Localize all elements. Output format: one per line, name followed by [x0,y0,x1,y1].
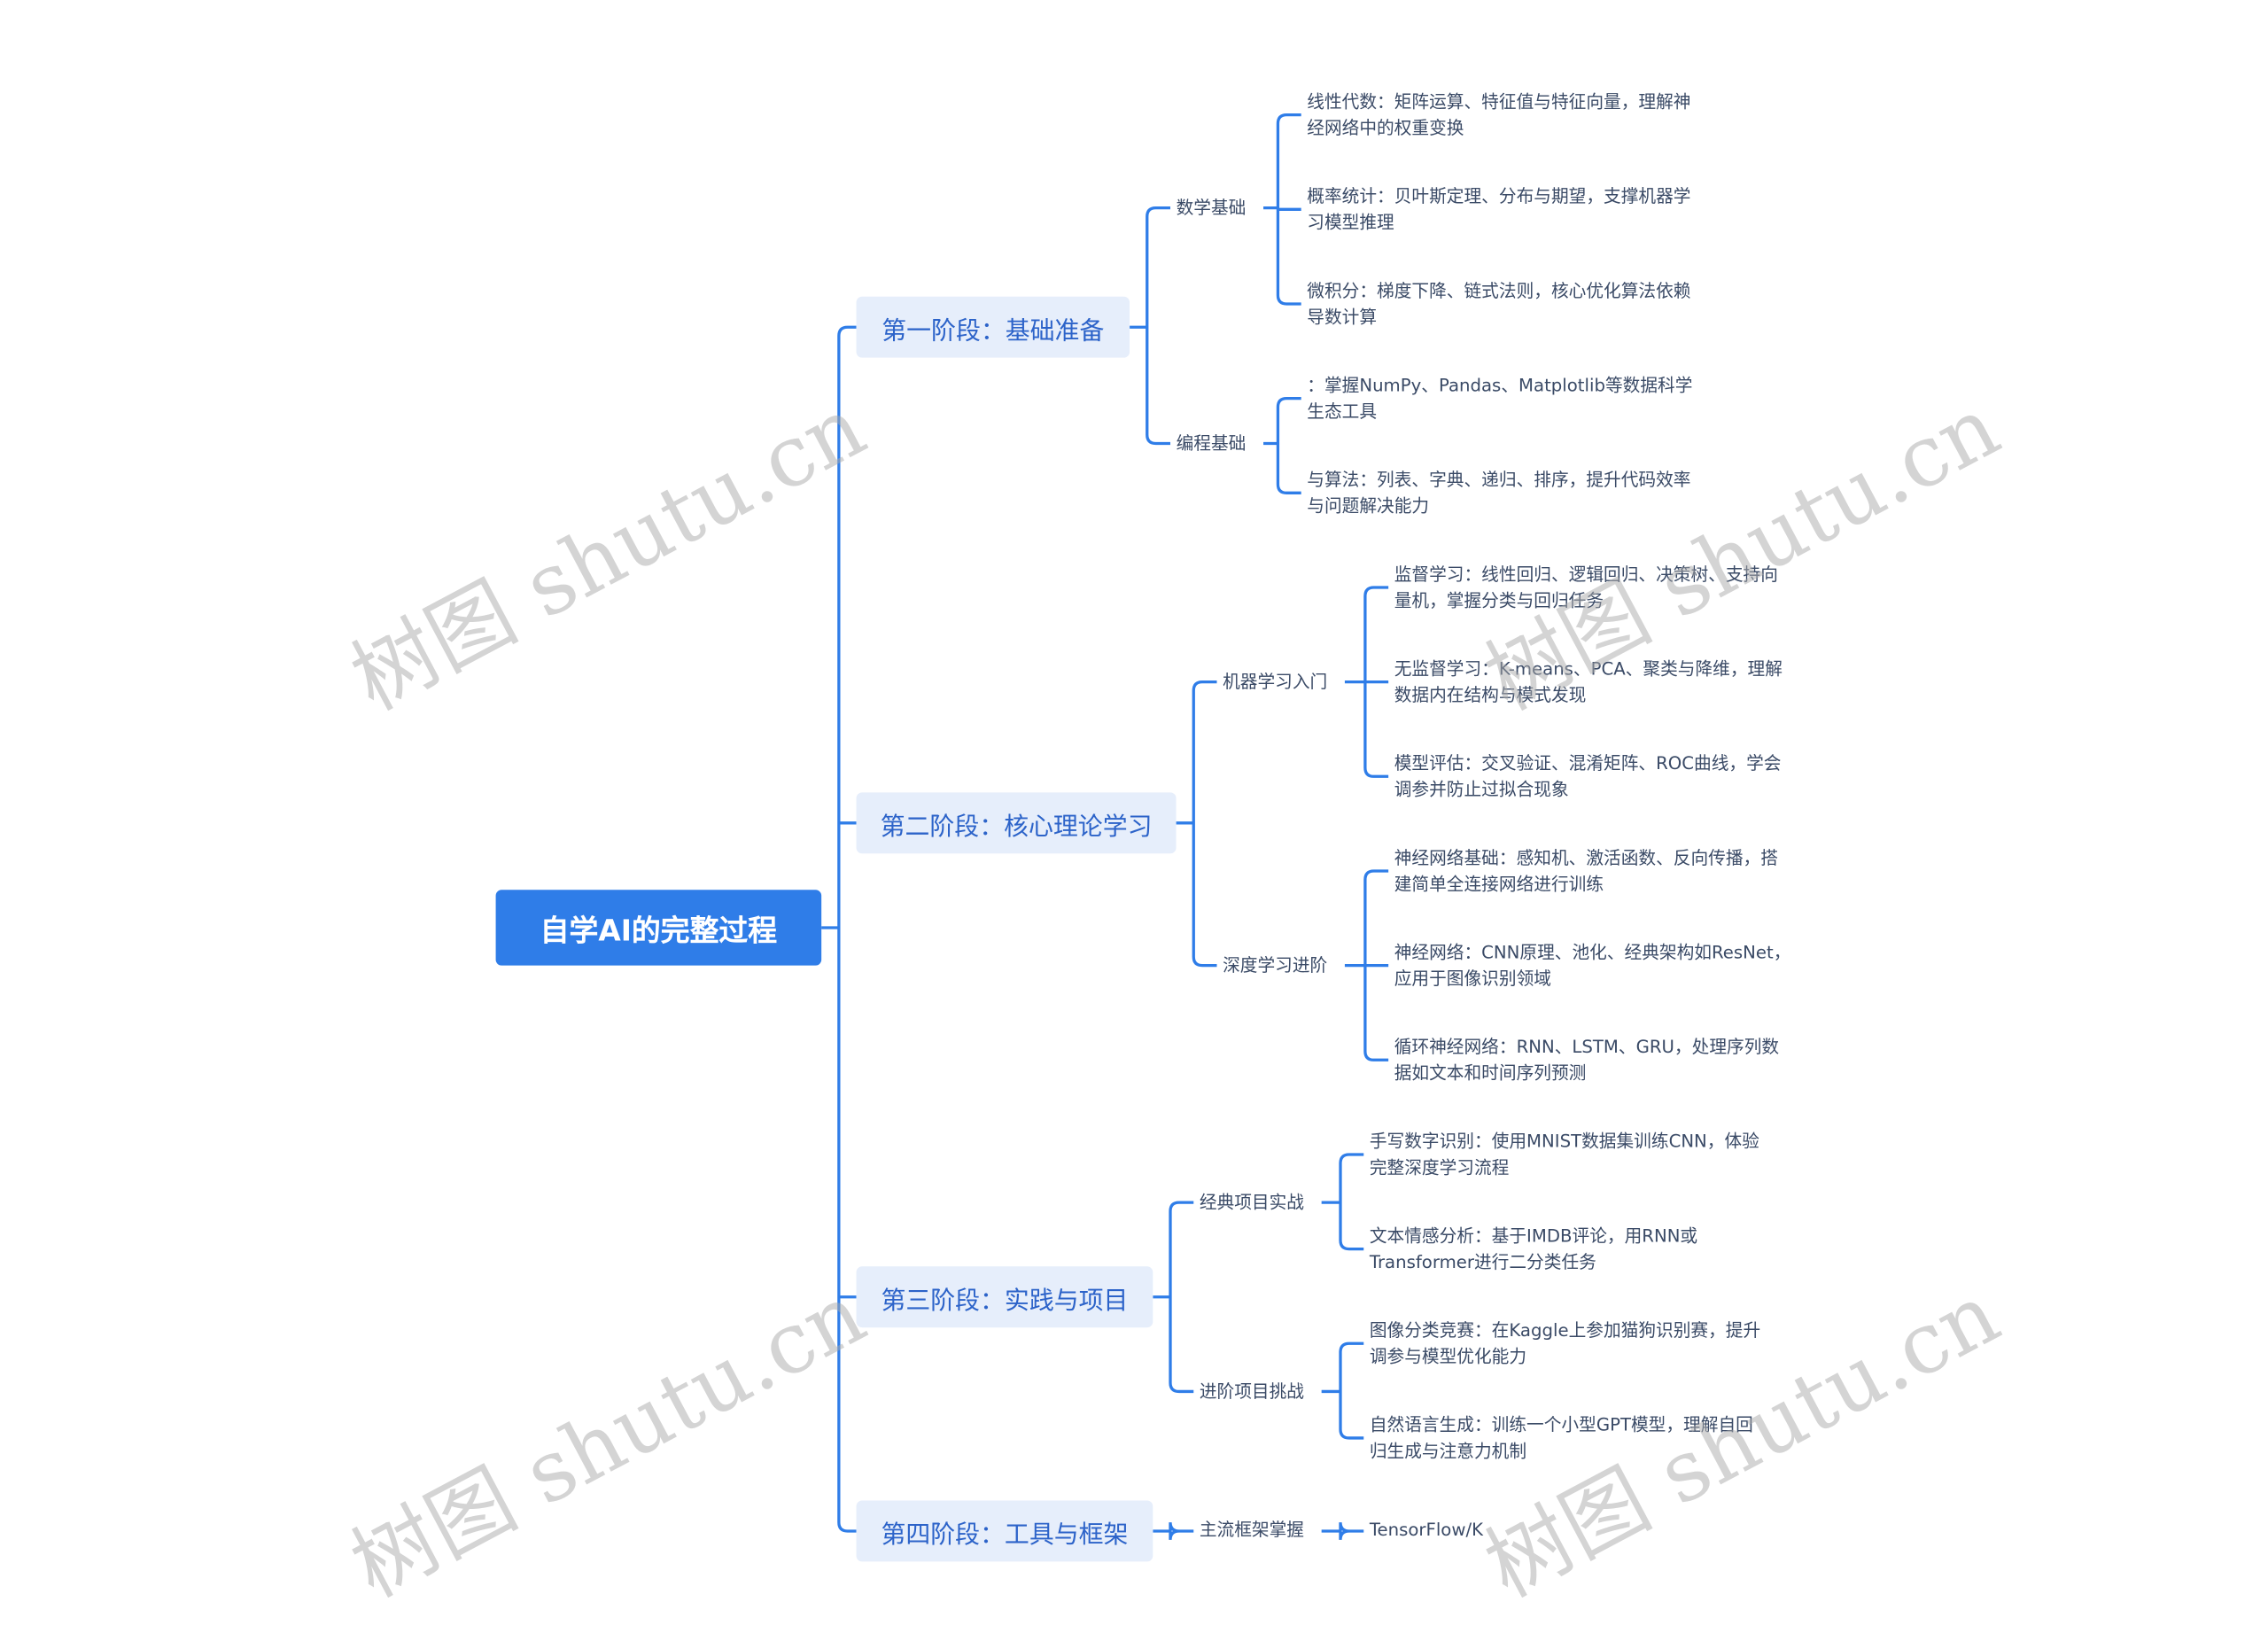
connector-line [1321,1522,1364,1540]
leaf-rnn[interactable]: 循环神经网络：RNN、LSTM、GRU，处理序列数据如文本和时间序列预测 [1394,1037,1780,1083]
connector-line [1130,206,1171,446]
leaf-tensorflow[interactable]: TensorFlow/K [1369,1519,1484,1540]
topic-classic-projects[interactable]: 经典项目实战 [1199,1192,1305,1213]
connector-line [1344,869,1389,1061]
connector-line [1321,1153,1364,1251]
leaf-unsupervised[interactable]: 无监督学习：K-means、PCA、聚类与降维，理解数据内在结构与模式发现 [1394,658,1783,705]
topic-advanced-projects[interactable]: 进阶项目挑战 [1199,1380,1305,1402]
leaf-cnn[interactable]: 神经网络：CNN原理、池化、经典架构如ResNet，应用于图像识别领域 [1394,942,1791,989]
topic-deep-learning[interactable]: 深度学习进阶 [1223,955,1328,976]
topic-ml-intro[interactable]: 机器学习入门 [1223,672,1328,693]
topic-programming-basics[interactable]: 编程基础 [1176,433,1247,454]
connector-line [1153,1522,1194,1540]
stage-3-node[interactable]: 第三阶段：实践与项目 [856,1266,1153,1328]
leaf-sentiment[interactable]: 文本情感分析：基于IMDB评论，用RNN或Transformer进行二分类任务 [1369,1225,1698,1272]
root-node[interactable]: 自学AI的完整过程 [495,890,822,966]
leaf-nn-basics[interactable]: 神经网络基础：感知机、激活函数、反向传播，搭建简单全连接网络进行训练 [1394,847,1778,894]
leaf-probability[interactable]: 概率统计：贝叶斯定理、分布与期望，支撑机器学习模型推理 [1307,186,1691,232]
leaf-supervised[interactable]: 监督学习：线性回归、逻辑回归、决策树、支持向量机，掌握分类与回归任务 [1394,564,1778,610]
connector-line [1176,680,1217,968]
stage-4-node[interactable]: 第四阶段：工具与框架 [856,1500,1153,1562]
leaf-kaggle[interactable]: 图像分类竞赛：在Kaggle上参加猫狗识别赛，提升调参与模型优化能力 [1369,1320,1761,1366]
topic-frameworks[interactable]: 主流框架掌握 [1199,1519,1305,1540]
leaf-calculus[interactable]: 微积分：梯度下降、链式法则，核心优化算法依赖导数计算 [1307,280,1691,327]
connector-line [1321,1341,1364,1440]
leaf-mnist[interactable]: 手写数字识别：使用MNIST数据集训练CNN，体验完整深度学习流程 [1369,1131,1759,1178]
topic-math-basics[interactable]: 数学基础 [1176,198,1247,219]
leaf-linear-algebra[interactable]: 线性代数：矩阵运算、特征值与特征向量，理解神经网络中的权重变换 [1307,91,1691,138]
connector-line [1263,113,1301,306]
stage-1-node[interactable]: 第一阶段：基础准备 [856,296,1130,358]
leaf-python-tools[interactable]: ：掌握NumPy、Pandas、Matplotlib等数据科学生态工具 [1307,375,1693,422]
leaf-model-eval[interactable]: 模型评估：交叉验证、混淆矩阵、ROC曲线，学会调参并防止过拟合现象 [1394,753,1782,799]
connector-line [1153,1201,1194,1394]
connector-line [1263,396,1301,494]
connector-line [1344,586,1389,778]
stage-2-node[interactable]: 第二阶段：核心理论学习 [856,792,1177,854]
leaf-nlg[interactable]: 自然语言生成：训练一个小型GPT模型，理解自回归生成与注意力机制 [1369,1414,1753,1461]
leaf-data-structures[interactable]: 与算法：列表、字典、递归、排序，提升代码效率与问题解决能力 [1307,470,1691,516]
connector-line [821,325,857,1533]
